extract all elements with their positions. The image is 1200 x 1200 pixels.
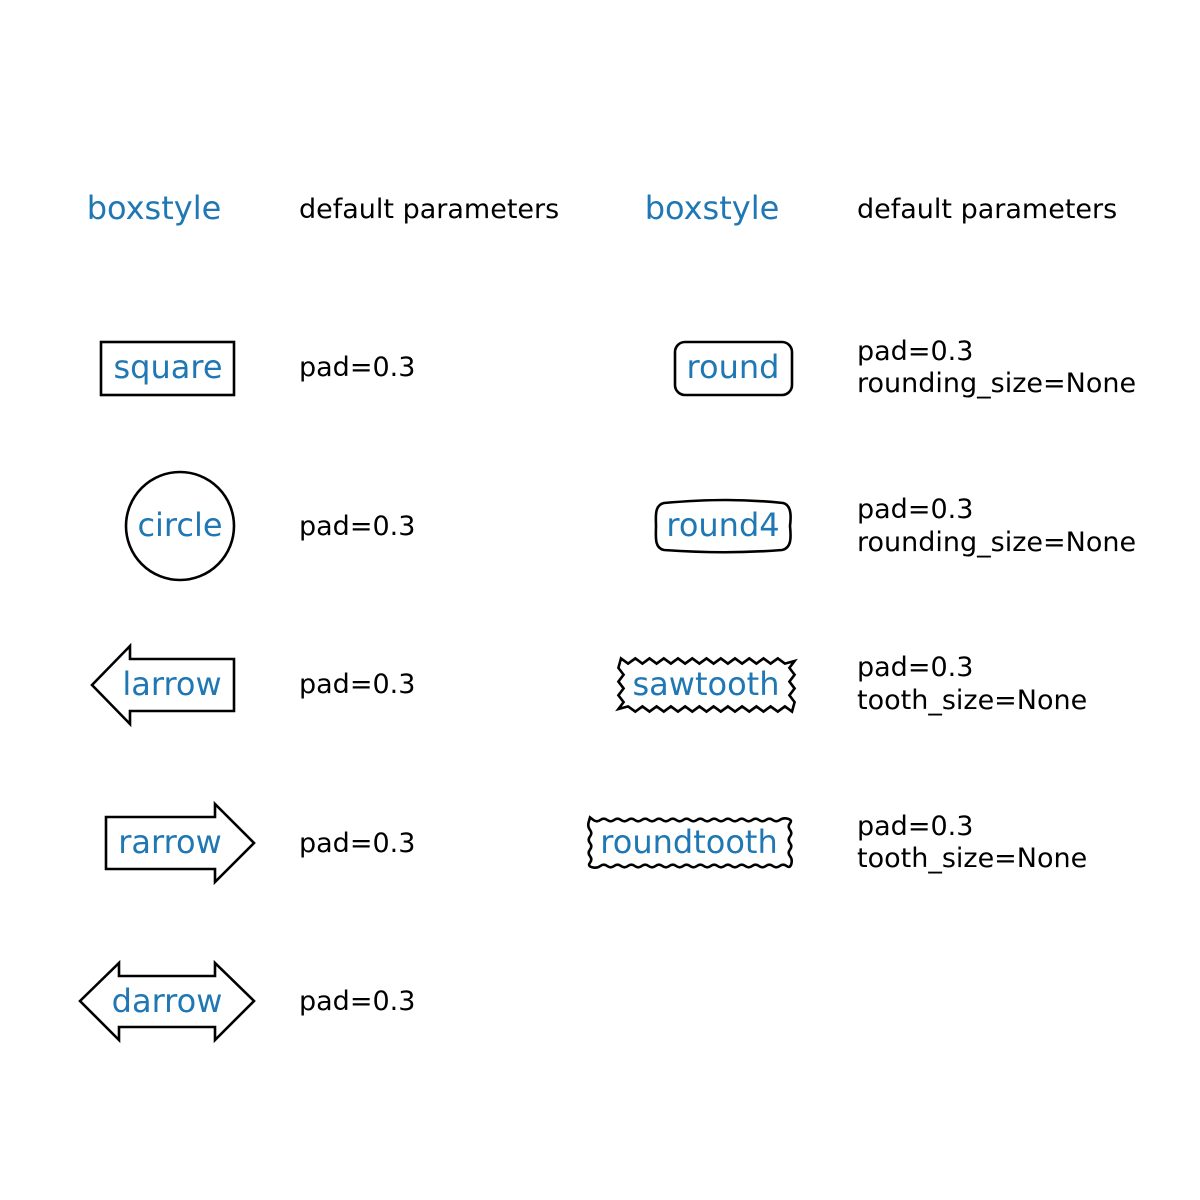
circle-param-pad: pad=0.3 bbox=[299, 511, 415, 542]
larrow-box bbox=[90, 642, 236, 728]
row-roundtooth: roundtooth pad=0.3 tooth_size=None bbox=[586, 811, 1087, 874]
darrow-label: darrow bbox=[112, 982, 223, 1020]
darrow-param-pad: pad=0.3 bbox=[299, 986, 415, 1017]
square-box bbox=[99, 340, 236, 397]
round4-param-pad: pad=0.3 bbox=[857, 494, 973, 525]
row-round: round pad=0.3 rounding_size=None bbox=[673, 336, 1136, 399]
boxstyle-header-right: boxstyle bbox=[645, 189, 780, 227]
row-rarrow: rarrow pad=0.3 bbox=[104, 800, 415, 886]
row-darrow: darrow pad=0.3 bbox=[78, 959, 415, 1044]
row-larrow: larrow pad=0.3 bbox=[90, 642, 415, 728]
sawtooth-param-tooth-size: tooth_size=None bbox=[857, 685, 1087, 716]
square-param-pad: pad=0.3 bbox=[299, 352, 415, 383]
column-left-headers: boxstyle default parameters bbox=[87, 189, 559, 227]
roundtooth-param-tooth-size: tooth_size=None bbox=[857, 843, 1087, 874]
sawtooth-param-pad: pad=0.3 bbox=[857, 652, 973, 683]
round-param-rounding-size: rounding_size=None bbox=[857, 368, 1136, 399]
circle-label: circle bbox=[137, 506, 222, 544]
parameters-header-right: default parameters bbox=[857, 194, 1117, 225]
circle-box bbox=[124, 470, 236, 582]
row-sawtooth: sawtooth pad=0.3 tooth_size=None bbox=[615, 652, 1087, 716]
parameters-header-left: default parameters bbox=[299, 194, 559, 225]
square-label: square bbox=[113, 348, 222, 386]
sawtooth-box bbox=[615, 656, 798, 714]
rarrow-label: rarrow bbox=[118, 823, 222, 861]
round4-box bbox=[654, 498, 792, 554]
roundtooth-box bbox=[586, 815, 794, 870]
rarrow-box bbox=[104, 800, 256, 886]
round-param-pad: pad=0.3 bbox=[857, 336, 973, 367]
darrow-box bbox=[78, 959, 256, 1044]
roundtooth-label: roundtooth bbox=[600, 823, 777, 861]
round4-label: round4 bbox=[666, 506, 779, 544]
larrow-param-pad: pad=0.3 bbox=[299, 669, 415, 700]
row-round4: round4 pad=0.3 rounding_size=None bbox=[654, 494, 1136, 558]
larrow-label: larrow bbox=[122, 665, 221, 703]
round-box bbox=[673, 340, 794, 397]
roundtooth-param-pad: pad=0.3 bbox=[857, 811, 973, 842]
column-right-headers: boxstyle default parameters bbox=[645, 189, 1117, 227]
round4-param-rounding-size: rounding_size=None bbox=[857, 527, 1136, 558]
rarrow-param-pad: pad=0.3 bbox=[299, 828, 415, 859]
boxstyle-header-left: boxstyle bbox=[87, 189, 222, 227]
round-label: round bbox=[687, 348, 780, 386]
row-circle: circle pad=0.3 bbox=[124, 470, 415, 582]
row-square: square pad=0.3 bbox=[99, 340, 415, 397]
sawtooth-label: sawtooth bbox=[633, 665, 780, 703]
